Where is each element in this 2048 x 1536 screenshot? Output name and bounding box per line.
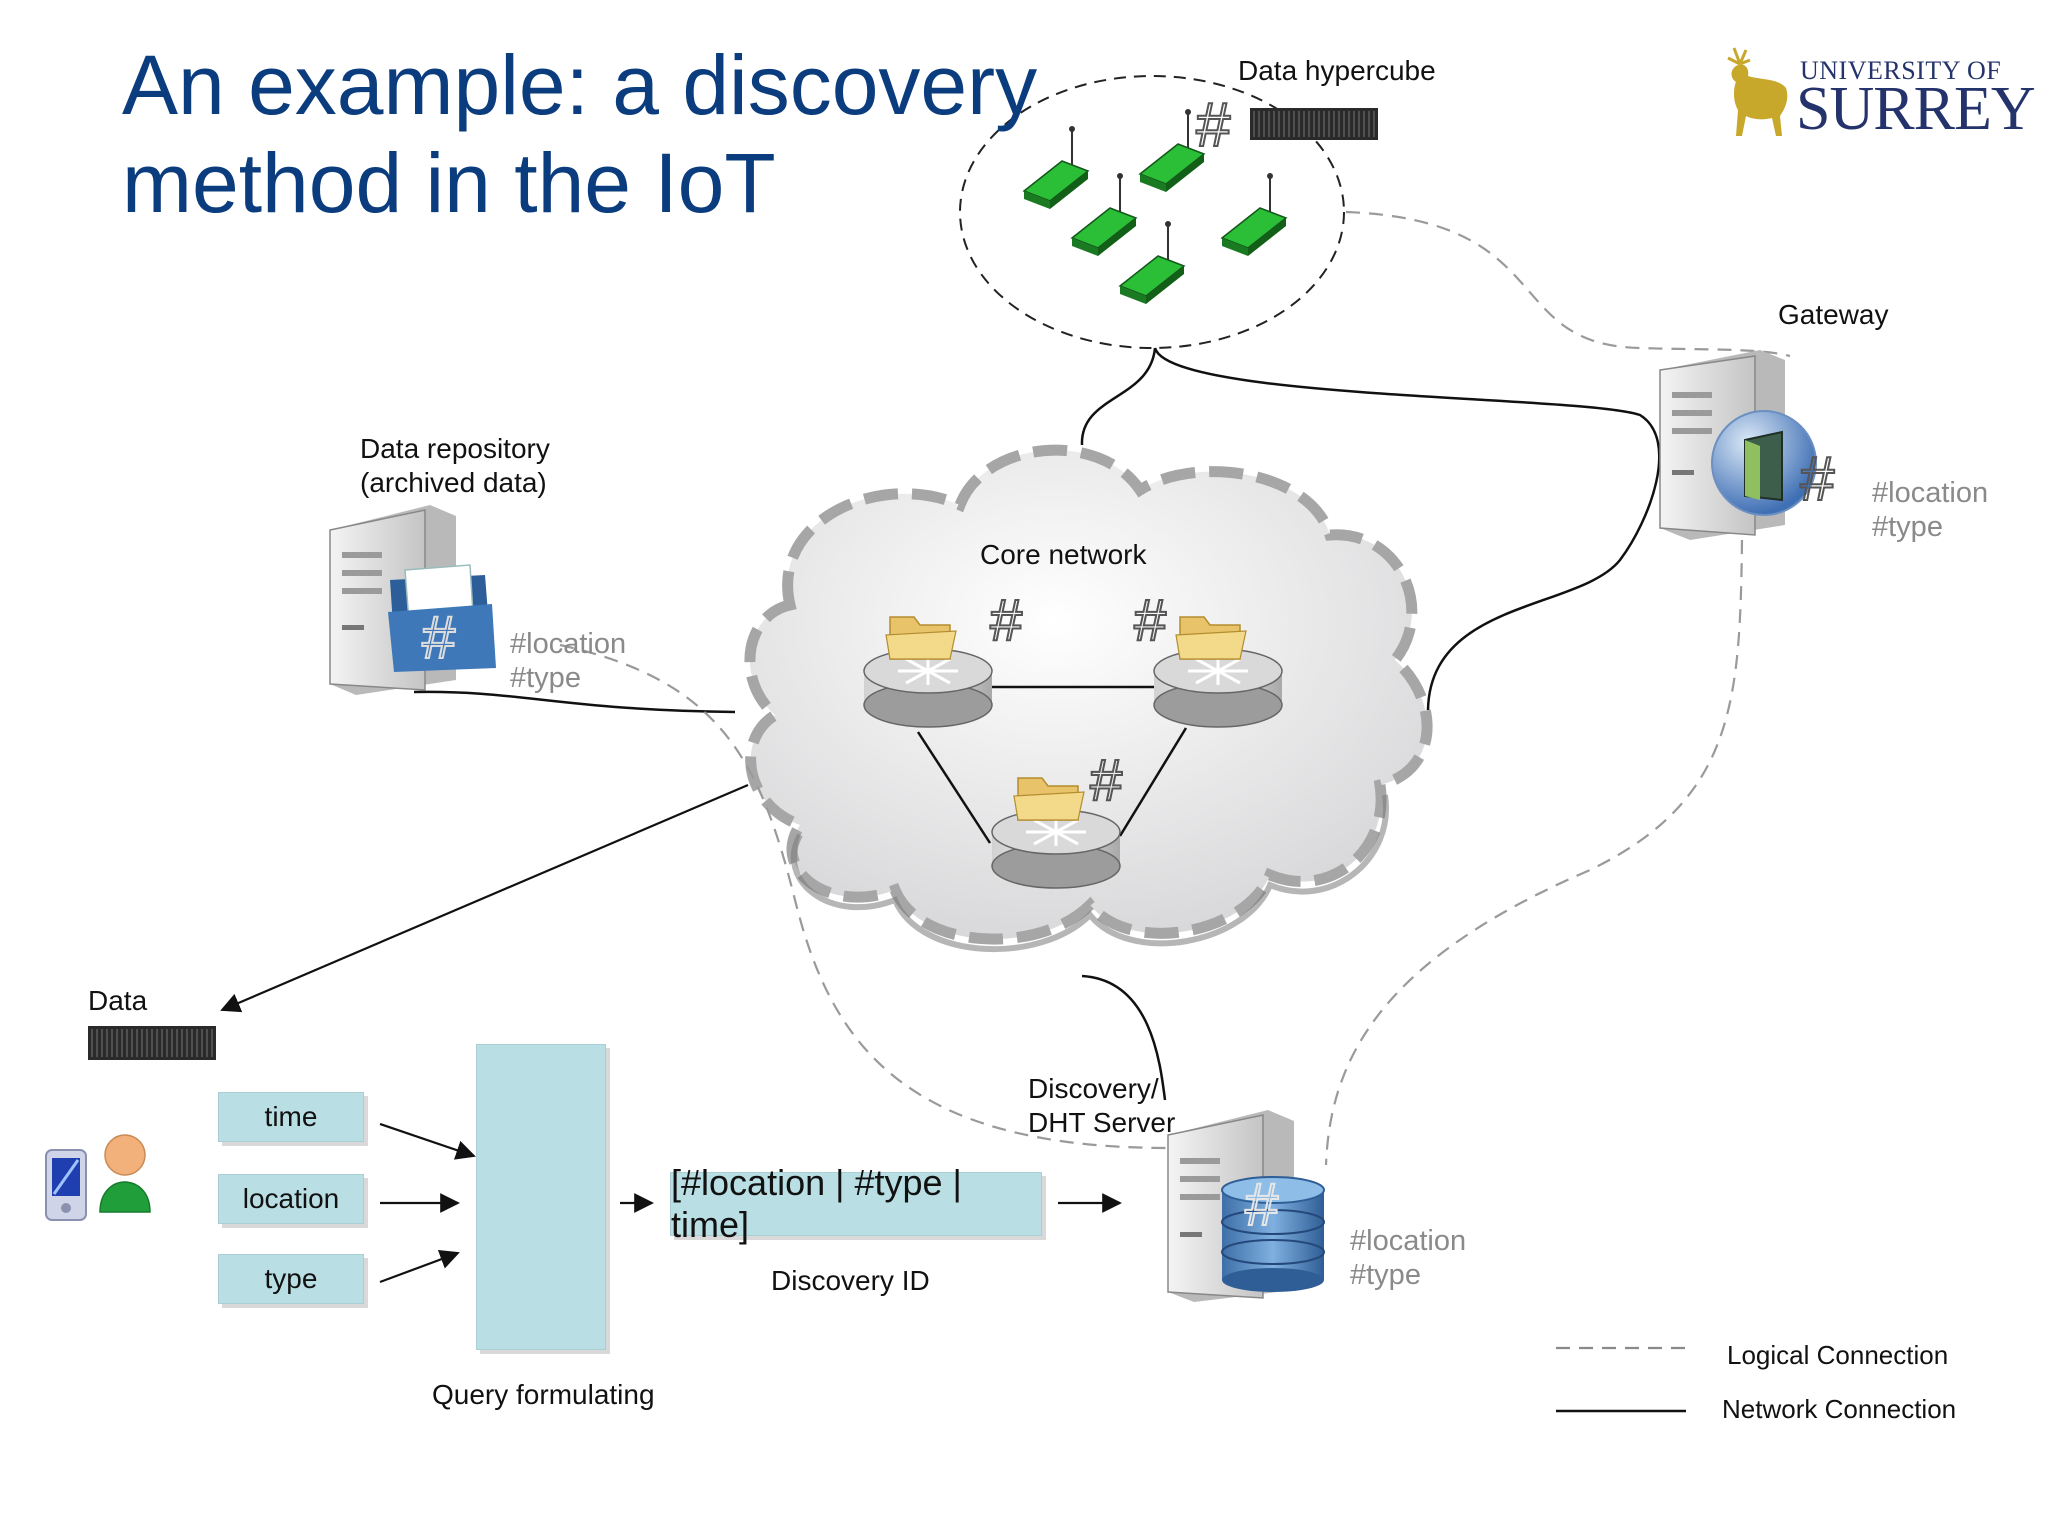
sensor-nodes: [1022, 109, 1288, 304]
logical-connections: [559, 210, 1791, 1166]
gateway-tag-type: #type: [1872, 511, 1943, 543]
gateway-globe-icon: [1711, 410, 1817, 516]
university-logo: UNIVERSITY OF SURREY: [1720, 44, 2036, 144]
flow-arrows: [220, 783, 1122, 1284]
sensor-mote-icon: [1070, 173, 1138, 256]
router-icon: [1153, 648, 1283, 728]
data-label: Data: [88, 985, 148, 1016]
router-icon: [863, 648, 993, 728]
logo-text-university: UNIVERSITY OF: [1800, 56, 2002, 85]
discovery-tag-location: #location: [1350, 1225, 1467, 1257]
folder-icon: [1175, 616, 1247, 660]
gateway-label: Gateway: [1778, 299, 1889, 330]
core-routers: # # #: [863, 587, 1283, 889]
pda-device-icon: [45, 1149, 87, 1221]
discovery-id-label: Discovery ID: [771, 1265, 930, 1296]
legend-network-label: Network Connection: [1722, 1394, 1957, 1424]
gateway-tag-location: #location: [1872, 477, 1989, 509]
discovery-hash: #: [1245, 1171, 1279, 1238]
repository-label-line2: (archived data): [360, 467, 547, 498]
sensor-network-ellipse: [959, 75, 1345, 349]
page-title: An example: a discovery method in the Io…: [122, 36, 1042, 232]
gateway-hash: #: [1800, 445, 1835, 514]
folder-icon: [885, 616, 957, 660]
sensor-mote-icon: [1118, 221, 1186, 304]
query-formulating-label: Query formulating: [432, 1379, 655, 1410]
logo-text-surrey: SURREY: [1796, 75, 2036, 143]
sensor-mote-icon: [1138, 109, 1206, 192]
hypercube-hash: #: [1196, 91, 1231, 160]
hypercube-label: Data hypercube: [1238, 55, 1436, 86]
router-hash: #: [1134, 588, 1166, 653]
repository-folder-icon: [388, 564, 496, 672]
sensor-mote-icon: [1022, 126, 1090, 209]
repository-label-line1: Data repository: [360, 433, 550, 464]
router-hash: #: [1090, 748, 1122, 813]
attribute-box-location: location: [218, 1174, 364, 1224]
attribute-box-time: time: [218, 1092, 364, 1142]
repository-tag-type: #type: [510, 662, 581, 694]
core-network-label: Core network: [980, 539, 1147, 570]
title-line-1: An example: a discovery: [122, 38, 1038, 132]
hypercube-data-strip: [1250, 108, 1378, 140]
router-icon: [991, 809, 1121, 889]
query-formulating-block: [476, 1044, 606, 1350]
core-network-cloud: [744, 444, 1433, 953]
attribute-box-type: type: [218, 1254, 364, 1304]
discovery-label-line2: DHT Server: [1028, 1107, 1176, 1138]
database-icon: [1221, 1176, 1325, 1292]
repository-hash: #: [422, 604, 456, 671]
sensor-mote-icon: [1220, 173, 1288, 256]
title-line-2: method in the IoT: [122, 136, 776, 230]
discovery-tag-type: #type: [1350, 1259, 1421, 1291]
discovery-label-line1: Discovery/: [1028, 1073, 1159, 1104]
router-hash: #: [990, 588, 1022, 653]
stag-emblem-icon: [1727, 47, 1788, 136]
data-strip: [88, 1026, 216, 1060]
repository-tag-location: #location: [510, 628, 627, 660]
folder-icon: [1013, 777, 1085, 821]
discovery-id-box: [#location | #type | time]: [670, 1162, 1042, 1245]
user-person-icon: [99, 1134, 151, 1213]
legend-logical-label: Logical Connection: [1727, 1340, 1949, 1370]
